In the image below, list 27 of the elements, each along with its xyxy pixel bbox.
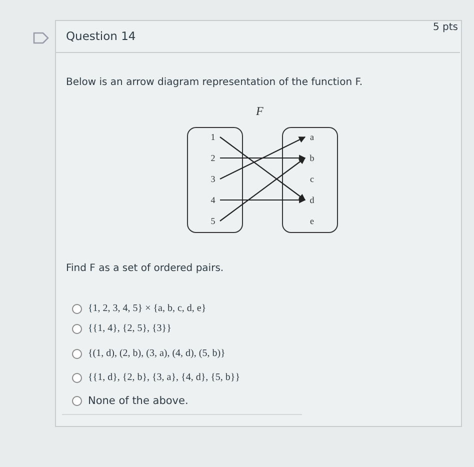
answer-option: {1, 2, 3, 4, 5} × {a, b, c, d, e} — [88, 303, 206, 314]
set-element: 5 — [208, 216, 218, 227]
answer-option: None of the above. — [88, 395, 188, 407]
set-element: e — [307, 216, 317, 227]
arrow — [220, 158, 306, 222]
set-element: a — [307, 132, 317, 143]
set-element: d — [307, 195, 317, 206]
function-name: F — [256, 104, 264, 119]
arrow — [220, 154, 306, 162]
set-element: 3 — [208, 174, 218, 185]
set-element: 1 — [208, 132, 218, 143]
question-heading: Question 14 — [66, 29, 136, 43]
set-element: c — [307, 174, 317, 185]
arrow — [220, 136, 306, 200]
set-element: b — [307, 153, 317, 164]
prompt-text: Find F as a set of ordered pairs. — [66, 263, 224, 274]
answer-option: {{1, d}, {2, b}, {3, a}, {4, d}, {5, b}} — [88, 372, 240, 383]
arrow — [220, 136, 306, 180]
set-box — [282, 127, 338, 233]
answer-option: {{1, 4}, {2, 5}, {3}} — [88, 323, 172, 334]
arrow — [220, 196, 306, 204]
set-element: 4 — [208, 195, 218, 206]
points-label: 5 pts — [433, 22, 458, 33]
set-element: 2 — [208, 153, 218, 164]
set-box — [187, 127, 243, 233]
question-text: Below is an arrow diagram representation of the function F. — [66, 77, 363, 88]
answer-option: {(1, d), (2, b), (3, a), (4, d), (5, b)} — [88, 348, 226, 359]
